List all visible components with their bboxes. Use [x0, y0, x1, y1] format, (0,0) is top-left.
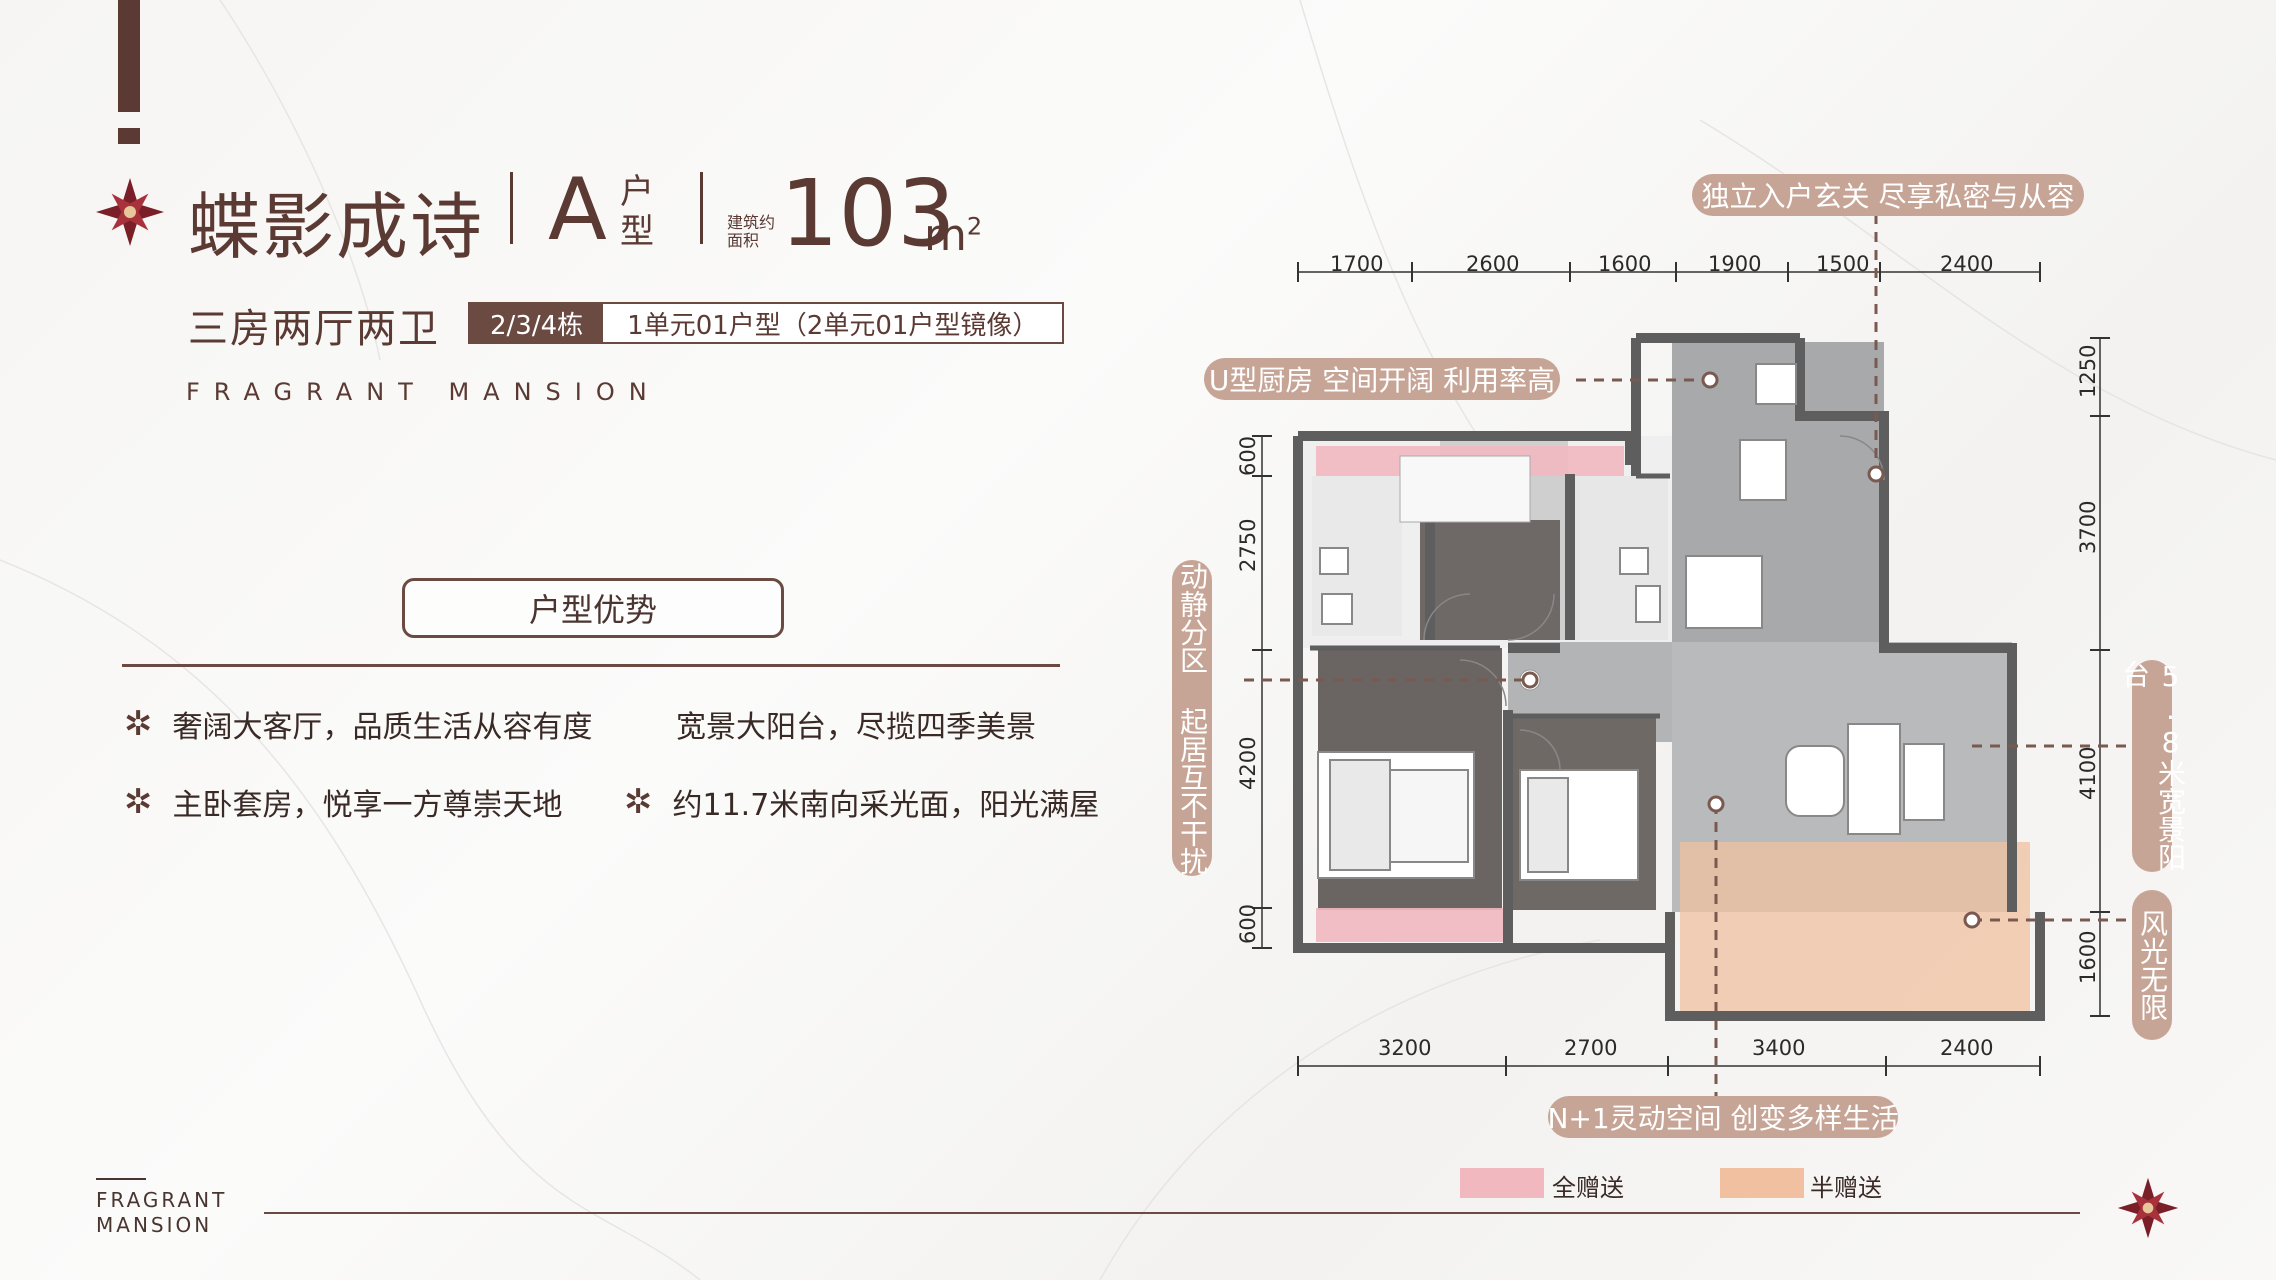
title-divider	[510, 172, 513, 244]
star-icon: ✲	[124, 704, 153, 744]
area-label-line2: 面积	[727, 231, 760, 250]
feature-item: ✲ 主卧套房，悦享一方尊崇天地	[124, 780, 563, 824]
advantages-divider	[122, 664, 1060, 667]
dim-right: 1600	[2076, 930, 2100, 984]
legend-full-swatch	[1460, 1168, 1544, 1198]
dim-right: 3700	[2076, 500, 2100, 554]
callout-balcony-top: 5.8米宽景阳台	[2118, 660, 2187, 872]
dimension-lines	[1252, 262, 2110, 1076]
feature-text: 主卧套房，悦享一方尊崇天地	[172, 788, 563, 823]
dim-left: 4200	[1236, 736, 1260, 790]
area-unit: m2	[924, 210, 982, 261]
callout-kitchen: U型厨房 空间开阔 利用率高	[1204, 358, 1560, 400]
unit-tag: 2/3/4栋 1单元01户型（2单元01户型镜像）	[468, 302, 1065, 344]
half-gift-area	[1680, 842, 2030, 1012]
full-gift-area-bottom	[1316, 908, 1506, 942]
dim-top: 1700	[1330, 252, 1384, 276]
advantages-button[interactable]: 户型优势	[402, 578, 784, 638]
legend-half-label: 半赠送	[1810, 1174, 1882, 1202]
dim-bottom: 3400	[1752, 1036, 1806, 1060]
furniture	[1317, 363, 1945, 881]
flower-logo-icon	[2117, 1177, 2179, 1239]
area-unit-m: m	[924, 210, 967, 261]
dim-bottom: 2400	[1940, 1036, 1994, 1060]
dim-bottom: 2700	[1564, 1036, 1618, 1060]
layout-subtitle: 三房两厅两卫	[188, 306, 440, 352]
dim-top: 2600	[1466, 252, 1520, 276]
area-label: 建筑约 面积	[727, 214, 775, 250]
dim-top: 1600	[1598, 252, 1652, 276]
dim-right: 1250	[2076, 344, 2100, 398]
dim-left: 2750	[1236, 518, 1260, 572]
unit-letter: A	[548, 160, 607, 260]
star-icon: ✲	[124, 782, 153, 822]
unit-desc-tag: 1单元01户型（2单元01户型镜像）	[603, 304, 1063, 342]
buildings-tag: 2/3/4栋	[470, 304, 604, 342]
dim-top: 1900	[1708, 252, 1762, 276]
area-value: 103	[780, 160, 956, 267]
footer-line2: MANSION	[96, 1213, 213, 1237]
dim-top: 1500	[1816, 252, 1870, 276]
dim-top: 2400	[1940, 252, 1994, 276]
area-divider	[700, 172, 703, 244]
feature-text: 约11.7米南向采光面，阳光满屋	[672, 788, 1100, 823]
dim-right: 4100	[2076, 746, 2100, 800]
footer-accent	[96, 1178, 146, 1180]
legend-full-label: 全赠送	[1552, 1174, 1624, 1202]
callout-entry: 独立入户玄关 尽享私密与从容	[1692, 174, 2084, 216]
feature-item: ✲ 奢阔大客厅，品质生活从容有度	[124, 702, 593, 746]
wardrobe	[1399, 455, 1531, 523]
star-icon: ✲	[624, 782, 653, 822]
feature-item: ✲ 约11.7米南向采光面，阳光满屋	[624, 780, 1099, 824]
unit-suffix: 户型	[620, 172, 654, 252]
feature-item: 宽景大阳台，尽揽四季美景	[676, 702, 1036, 746]
footer-line1: FRAGRANT	[96, 1188, 228, 1212]
english-title: FRAGRANT MANSION	[186, 378, 661, 406]
callout-balcony-bottom: 风光无限	[2132, 890, 2172, 1040]
dim-left: 600	[1236, 435, 1260, 477]
flower-logo-icon	[96, 178, 164, 246]
callout-flex: N+1灵动空间 创变多样生活	[1547, 1096, 1899, 1138]
callout-zoning: 动静分区 起居互不干扰	[1172, 560, 1212, 876]
top-accent-bar	[118, 0, 140, 112]
footer-divider	[264, 1212, 2080, 1214]
dim-bottom: 3200	[1378, 1036, 1432, 1060]
callout-lines	[1244, 214, 2128, 1100]
area-label-line1: 建筑约	[727, 213, 776, 232]
page-title: 蝶影成诗	[188, 185, 485, 269]
top-accent-cap	[118, 128, 140, 144]
feature-text: 奢阔大客厅，品质生活从容有度	[172, 710, 593, 745]
legend-half-swatch	[1720, 1168, 1804, 1198]
dim-left: 600	[1236, 903, 1260, 945]
area-unit-sup: 2	[966, 212, 983, 241]
footer-brand: FRAGRANT MANSION	[96, 1188, 227, 1238]
feature-text: 宽景大阳台，尽揽四季美景	[676, 710, 1036, 745]
